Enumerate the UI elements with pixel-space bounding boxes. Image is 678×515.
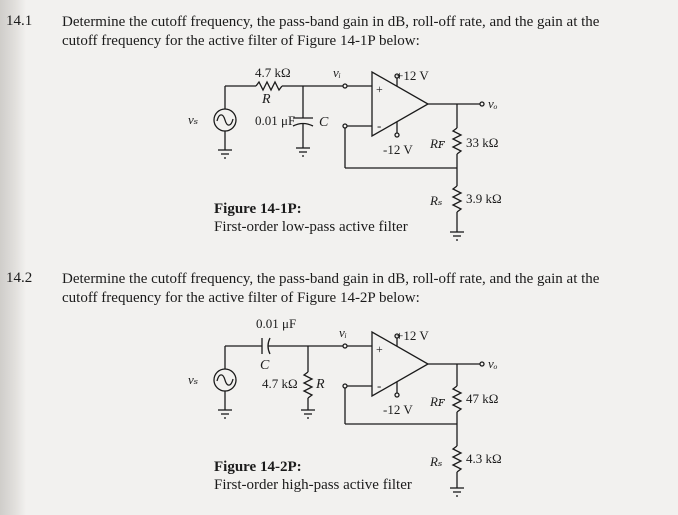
- rs-value-label: 4.3 kΩ: [466, 451, 502, 466]
- r-name-label: R: [315, 377, 325, 392]
- resistor-r-symbol: [302, 371, 314, 399]
- resistor-rf-symbol: [451, 385, 463, 413]
- problem-text-line-2: cutoff frequency for the active filter o…: [62, 290, 420, 306]
- rs-value-label: 3.9 kΩ: [466, 191, 502, 206]
- figure-subtitle: First-order high-pass active filter: [214, 477, 412, 493]
- vpos-label: +12 V: [396, 328, 429, 343]
- figure-title: Figure 14-2P:: [214, 459, 302, 475]
- figure-subtitle: First-order low-pass active filter: [214, 219, 408, 235]
- rf-value-label: 33 kΩ: [466, 135, 498, 150]
- rs-name-label: Rₛ: [429, 454, 442, 469]
- resistor-r-symbol: [255, 80, 283, 92]
- noninverting-plus: +: [376, 342, 383, 356]
- r-value-label: 4.7 kΩ: [262, 376, 298, 391]
- vpos-label: +12 V: [396, 68, 429, 83]
- problem-number: 14.2: [6, 270, 33, 286]
- resistor-rf-symbol: [451, 127, 463, 155]
- resistor-rs-symbol: [451, 185, 463, 213]
- rf-name-label: Rꜰ: [429, 136, 446, 151]
- vi-label: vᵢ: [339, 325, 347, 340]
- r-name-label: R: [261, 92, 271, 107]
- c-value-label: 0.01 μF: [256, 316, 296, 331]
- rs-name-label: Rₛ: [429, 193, 442, 208]
- r-value-label: 4.7 kΩ: [255, 65, 291, 80]
- vneg-label: -12 V: [383, 142, 413, 157]
- vo-label: vₒ: [488, 356, 498, 371]
- figure-title: Figure 14-1P:: [214, 201, 302, 217]
- problem-text-line-2: cutoff frequency for the active filter o…: [62, 33, 420, 49]
- noninverting-plus: +: [376, 82, 383, 96]
- inverting-minus: -: [377, 378, 381, 393]
- vs-label: vₛ: [188, 372, 198, 387]
- resistor-rs-symbol: [451, 445, 463, 473]
- c-name-label: C: [260, 358, 270, 373]
- op-amp-symbol: [371, 70, 430, 138]
- op-amp-symbol: [371, 330, 430, 398]
- page-binding-edge: [0, 0, 26, 515]
- problem-number: 14.1: [6, 13, 33, 29]
- rf-name-label: Rꜰ: [429, 394, 446, 409]
- figure-caption-14-1p: Figure 14-1P: First-order low-pass activ…: [214, 200, 408, 236]
- c-value-label: 0.01 μF: [255, 113, 295, 128]
- vi-label: vᵢ: [333, 65, 341, 80]
- problem-text-line-1: Determine the cutoff frequency, the pass…: [62, 271, 600, 287]
- problem-text-line-1: Determine the cutoff frequency, the pass…: [62, 14, 600, 30]
- figure-caption-14-2p: Figure 14-2P: First-order high-pass acti…: [214, 458, 412, 494]
- vo-label: vₒ: [488, 96, 498, 111]
- c-name-label: C: [319, 115, 329, 130]
- rf-value-label: 47 kΩ: [466, 391, 498, 406]
- vs-label: vₛ: [188, 112, 198, 127]
- inverting-minus: -: [377, 118, 381, 133]
- vneg-label: -12 V: [383, 402, 413, 417]
